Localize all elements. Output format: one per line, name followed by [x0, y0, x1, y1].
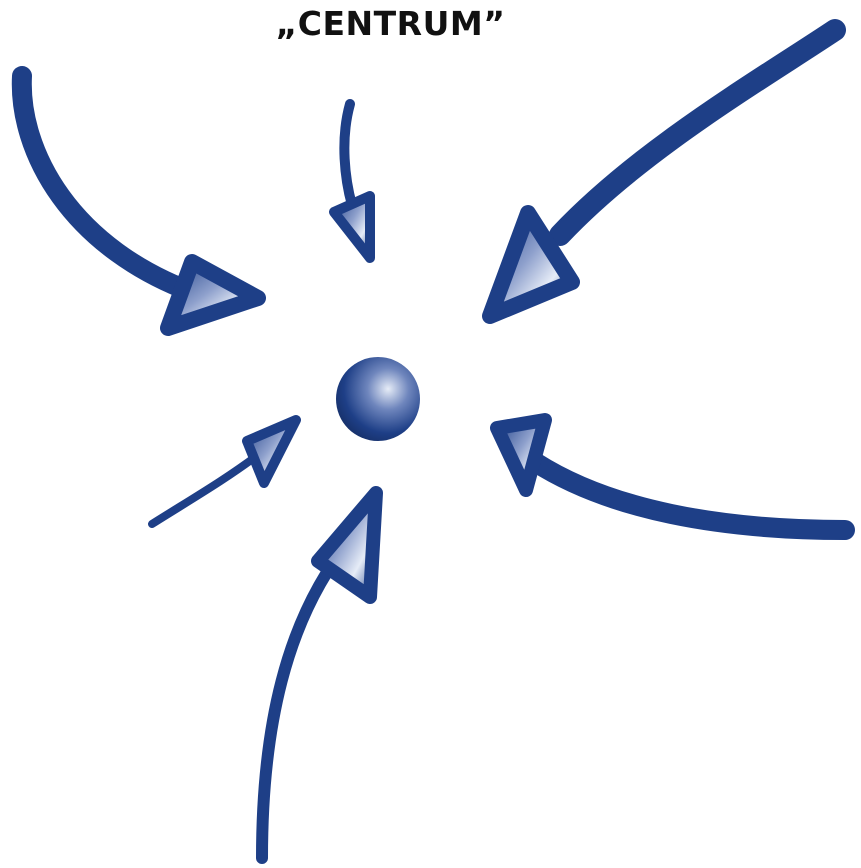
arrow-head [334, 196, 370, 258]
arrow-top-right [490, 30, 835, 316]
arrow-left [152, 420, 296, 524]
arrow-shaft [535, 462, 845, 530]
arrow-top-left [22, 76, 258, 328]
arrow-shaft [22, 76, 200, 295]
arrow-head [168, 262, 258, 328]
arrow-head [497, 420, 545, 490]
arrow-shaft [560, 30, 835, 235]
arrow-head [247, 420, 296, 483]
center-dot [336, 357, 420, 441]
arrow-top [334, 104, 370, 258]
arrow-right [497, 420, 845, 530]
arrow-shaft [152, 452, 262, 524]
arrow-bottom [262, 493, 376, 858]
arrow-shaft [344, 104, 352, 205]
arrow-shaft [262, 540, 350, 858]
